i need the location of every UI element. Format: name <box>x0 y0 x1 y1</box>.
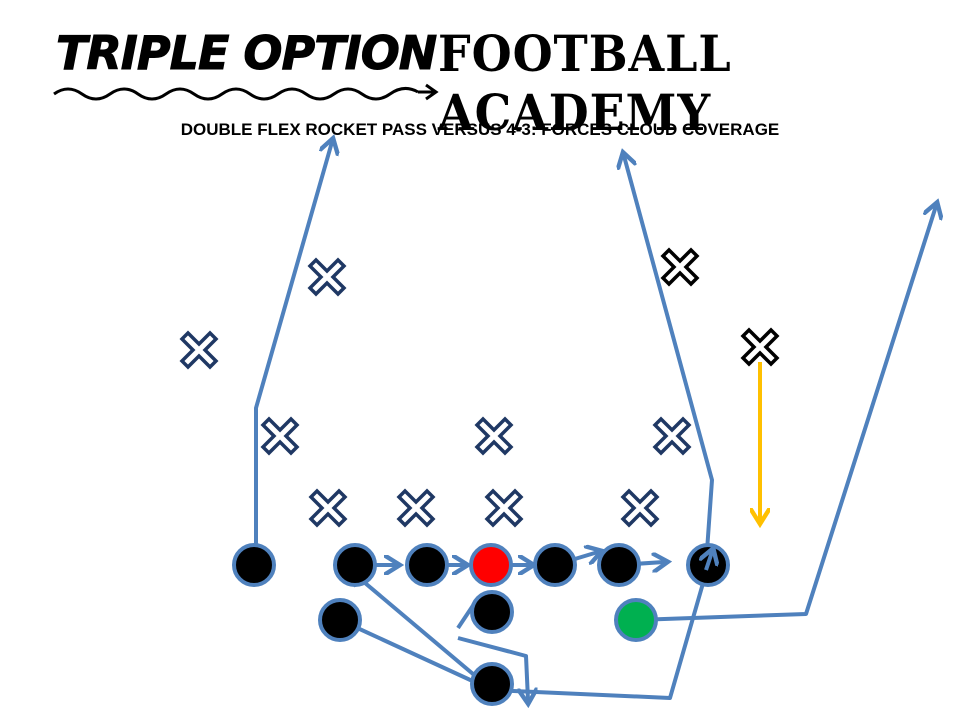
qb-pitch-line <box>352 572 494 692</box>
defender-x-mark-icon <box>493 497 515 519</box>
defender-x-mark-icon <box>269 425 291 447</box>
fullback-circle-player-icon <box>470 590 514 634</box>
defender-x-mark-icon <box>629 497 651 519</box>
logo-script-text: Triple Option <box>55 26 437 81</box>
left-wr-route <box>254 142 332 560</box>
defender-x-mark-icon <box>317 497 339 519</box>
rt-circle-player-icon <box>597 543 641 587</box>
te-arrow-tip <box>706 552 712 571</box>
qb-circle-player-icon <box>470 662 514 706</box>
logo-block-text: Football Academy <box>438 24 732 142</box>
rg-circle-player-icon <box>533 543 577 587</box>
left-slot-circle-player-icon <box>318 598 362 642</box>
fullback-route <box>457 636 528 700</box>
rocket-back-circle-player-icon <box>614 598 658 642</box>
slot-release-route <box>339 552 712 700</box>
lg-circle-player-icon <box>405 543 449 587</box>
defender-x-mark-icon <box>188 339 210 361</box>
right-te-route <box>624 156 714 566</box>
corner-x-mark-icon <box>749 336 771 358</box>
defender-x-mark-icon <box>316 266 338 288</box>
squiggle-arrow-icon <box>53 83 439 101</box>
center-circle-player-icon <box>469 543 513 587</box>
academy-logo: Triple Option Football Academy <box>48 24 918 142</box>
lt-circle-player-icon <box>333 543 377 587</box>
left-wr-circle-player-icon <box>232 543 276 587</box>
defender-x-mark-icon <box>661 425 683 447</box>
defender-x-mark-icon <box>405 497 427 519</box>
defender-x-mark-icon <box>483 425 505 447</box>
offense <box>232 543 730 706</box>
safety-x-mark-icon <box>669 256 691 278</box>
